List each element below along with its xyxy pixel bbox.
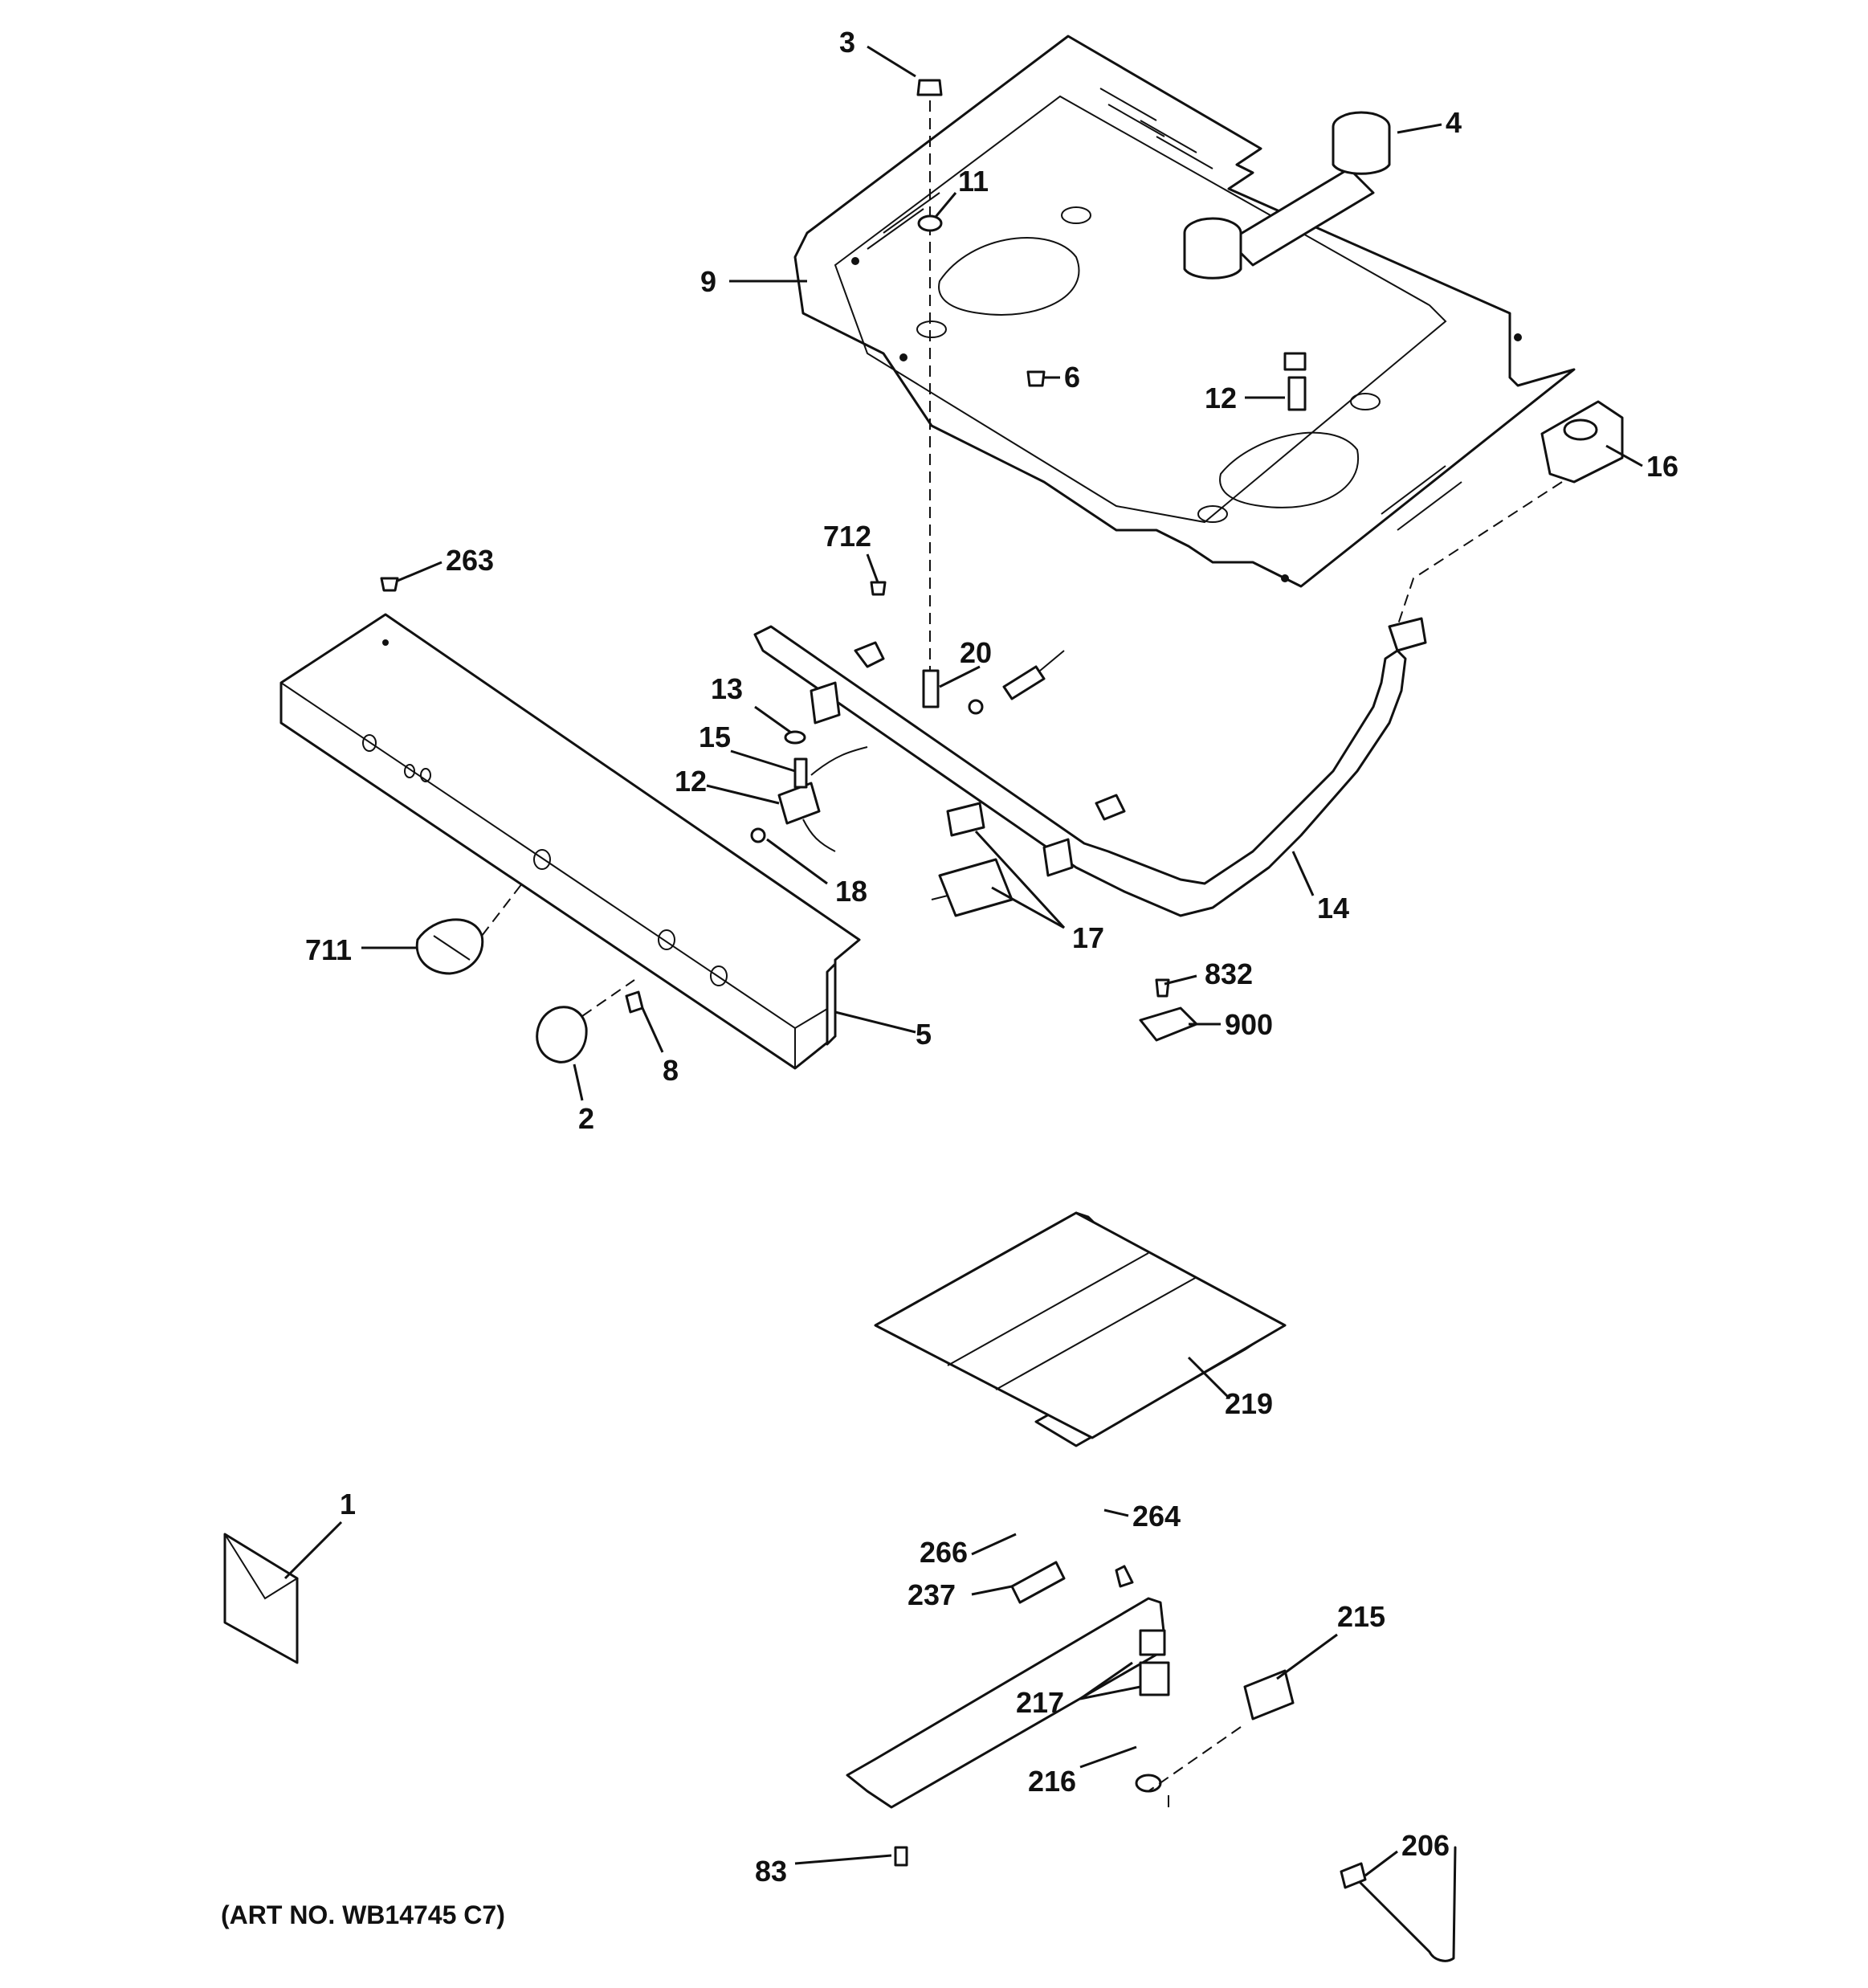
valve-12 <box>750 730 868 852</box>
callout-9: 9 <box>700 265 716 298</box>
callout-206: 263 <box>446 544 494 577</box>
callout-labels: 3 4 11 9 6 12 16 712 263 20 13 15 12 18 … <box>221 26 1678 1929</box>
tube-237 <box>1340 1846 1457 1962</box>
knob-711 <box>415 883 523 975</box>
callout-266: 266 <box>920 1536 968 1569</box>
manifold-14 <box>753 617 1427 917</box>
oven-burner <box>846 1561 1295 1867</box>
callout-1: 1 <box>340 1488 356 1521</box>
callout-20: 20 <box>960 636 992 669</box>
callout-711: 711 <box>305 933 352 966</box>
callout-900: 900 <box>1225 1008 1273 1041</box>
callout-712: 712 <box>823 520 871 553</box>
callout-16: 16 <box>1646 450 1678 483</box>
callout-3: 3 <box>839 26 855 59</box>
callout-11: 12 <box>1205 382 1237 414</box>
leader-lines <box>283 45 1643 1877</box>
bracket-16 <box>1397 400 1624 627</box>
callout-12: 12 <box>675 765 707 798</box>
callout-15: 15 <box>699 720 731 753</box>
art-number: (ART NO. WB14745 C7) <box>221 1900 505 1929</box>
callout-4: 4 <box>1446 106 1462 139</box>
callout-5: 5 <box>916 1018 932 1051</box>
surface-burners <box>1183 111 1391 280</box>
callout-17: 17 <box>1072 921 1104 954</box>
bracket-900 <box>1139 978 1198 1042</box>
control-panel-5 <box>279 613 861 1070</box>
callout-10: 11 <box>958 165 989 198</box>
grommet-10 <box>917 214 943 232</box>
screw-6 <box>1026 370 1046 387</box>
fastener-3 <box>916 79 943 675</box>
envelope-1 <box>223 1533 299 1664</box>
orifice-20 <box>922 650 1065 715</box>
callout-215: 215 <box>1337 1600 1385 1633</box>
electrode-11 <box>1283 352 1307 411</box>
callout-83: 83 <box>755 1855 787 1888</box>
callout-264: 264 <box>1132 1500 1181 1533</box>
screw-712 <box>870 581 887 596</box>
callout-216: 216 <box>1028 1765 1076 1798</box>
callout-8: 8 <box>663 1054 679 1087</box>
callout-18: 18 <box>835 875 867 908</box>
callout-14: 14 <box>1317 892 1349 925</box>
callout-832: 832 <box>1205 957 1253 990</box>
callout-2: 2 <box>578 1102 594 1135</box>
knob-2 <box>536 979 635 1063</box>
callout-6: 6 <box>1064 361 1080 394</box>
callout-237: 206 <box>1401 1829 1450 1862</box>
valve-17 <box>931 802 1014 917</box>
shield-219 <box>874 1211 1287 1447</box>
screw-206 <box>380 577 399 592</box>
screw-8 <box>625 990 644 1014</box>
callout-13: 13 <box>711 672 743 705</box>
callout-263: 237 <box>907 1578 956 1611</box>
callout-217: 217 <box>1016 1686 1064 1719</box>
callout-219: 219 <box>1225 1387 1273 1420</box>
